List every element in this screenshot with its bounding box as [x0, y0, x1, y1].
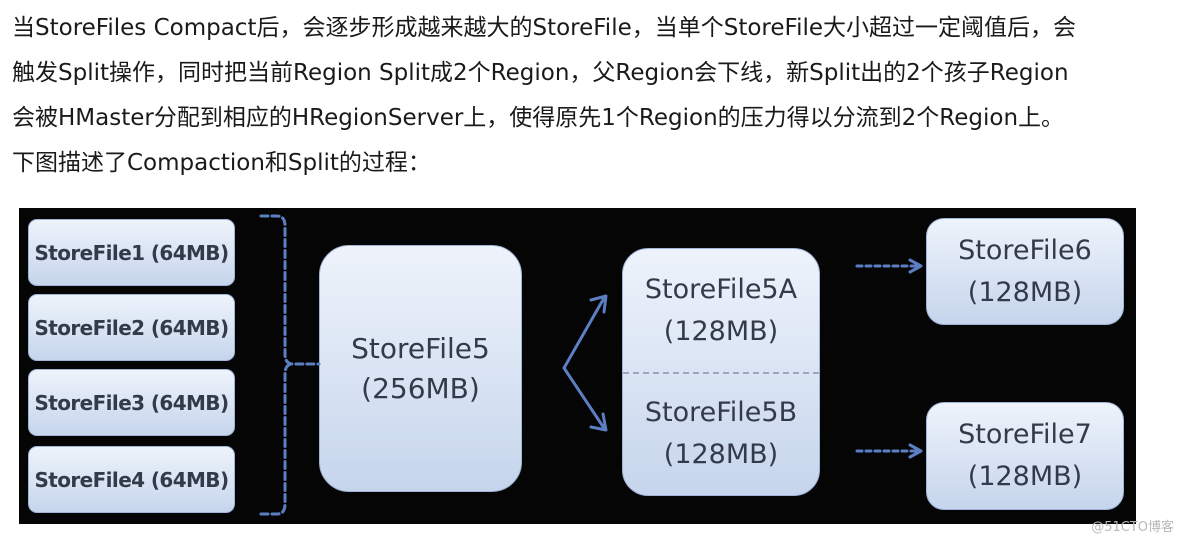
storefile-4-box: StoreFile4 (64MB): [28, 446, 235, 513]
paragraph-line-2: 触发Split操作，同时把当前Region Split成2个Region，父Re…: [12, 60, 1069, 86]
arrow-head-storefile-7: [908, 443, 923, 459]
split-fork-head-top: [589, 294, 608, 314]
intro-paragraph: 当StoreFiles Compact后，会逐步形成越来越大的StoreFile…: [12, 6, 1172, 186]
storefile-5b: StoreFile5B (128MB): [623, 372, 819, 495]
storefile-5b-size: (128MB): [663, 438, 779, 470]
storefile-2-label: StoreFile2 (64MB): [34, 315, 229, 340]
paragraph-line-4: 下图描述了Compaction和Split的过程：: [12, 150, 431, 176]
storefile-5a: StoreFile5A (128MB): [623, 249, 819, 372]
paragraph-line-1: 当StoreFiles Compact后，会逐步形成越来越大的StoreFile…: [12, 15, 1077, 41]
storefile-5b-name: StoreFile5B: [644, 396, 798, 428]
arrow-head-storefile-6: [908, 258, 923, 274]
watermark: @51CTO博客: [1091, 520, 1174, 535]
storefile-5-split-box: StoreFile5A (128MB) StoreFile5B (128MB): [622, 248, 820, 496]
diagram-arrows: [259, 214, 923, 516]
storefile-5-name: StoreFile5: [351, 331, 490, 365]
storefile-1-box: StoreFile1 (64MB): [28, 219, 235, 286]
storefile-2-box: StoreFile2 (64MB): [28, 294, 235, 361]
storefile-6-size: (128MB): [967, 276, 1083, 308]
split-divider: [623, 372, 819, 374]
storefile-5a-name: StoreFile5A: [644, 273, 798, 305]
storefile-7-size: (128MB): [967, 461, 1083, 492]
split-fork-head-bottom: [589, 412, 608, 432]
split-fork-arrow: [562, 296, 606, 430]
storefile-1-label: StoreFile1 (64MB): [34, 240, 229, 265]
paragraph-line-3: 会被HMaster分配到相应的HRegionServer上，使得原先1个Regi…: [12, 105, 1065, 131]
storefile-6-box: StoreFile6 (128MB): [926, 218, 1124, 325]
storefile-3-box: StoreFile3 (64MB): [28, 369, 235, 436]
storefile-4-label: StoreFile4 (64MB): [34, 467, 229, 492]
storefile-6-name: StoreFile6: [958, 234, 1092, 266]
storefile-5a-size: (128MB): [663, 315, 779, 347]
storefile-7-box: StoreFile7 (128MB): [926, 402, 1124, 510]
storefile-5-box: StoreFile5 (256MB): [319, 245, 522, 492]
storefile-7-name: StoreFile7: [958, 419, 1092, 450]
storefile-5-size: (256MB): [361, 371, 480, 405]
storefile-3-label: StoreFile3 (64MB): [34, 390, 229, 415]
compaction-bracket: [259, 214, 321, 516]
compaction-split-diagram: StoreFile1 (64MB) StoreFile2 (64MB) Stor…: [19, 208, 1136, 524]
